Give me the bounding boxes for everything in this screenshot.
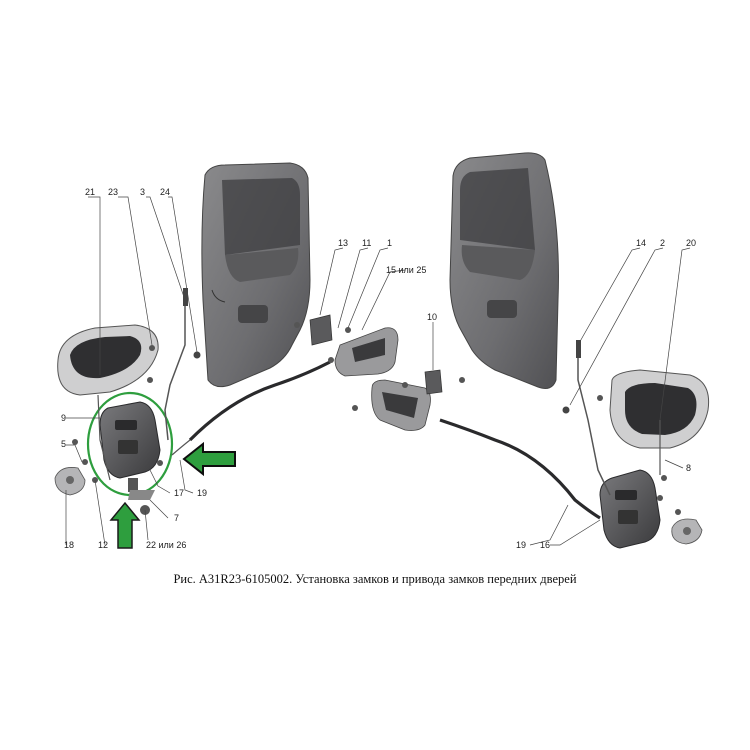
right-door-trim-panel [449,152,559,389]
right-striker-plate [671,518,703,545]
callout-labels: 21 23 3 24 13 11 1 15 или 25 10 14 2 20 … [61,187,696,550]
rods-and-cables [97,288,661,520]
left-inner-handle [334,327,399,377]
callout-23: 23 [108,187,118,197]
left-door-trim-panel [201,162,311,388]
left-striker-plate [54,467,86,496]
left-bracket [309,314,333,346]
callout-2: 2 [660,238,665,248]
callout-17: 17 [174,488,184,498]
callout-9: 9 [61,413,66,423]
leader-lines [65,196,691,546]
callout-20: 20 [686,238,696,248]
callout-21: 21 [85,187,95,197]
callout-7: 7 [174,513,179,523]
left-outer-handle [57,324,159,396]
callout-10: 10 [427,312,437,322]
callout-15-or-25: 15 или 25 [386,265,426,275]
callout-24: 24 [160,187,170,197]
callout-16: 16 [540,540,550,550]
right-bracket [424,369,443,395]
callout-3: 3 [140,187,145,197]
callout-18: 18 [64,540,74,550]
figure-caption: Рис. А31R23-6105002. Установка замков и … [173,572,577,586]
callout-22-or-26: 22 или 26 [146,540,186,550]
callout-5: 5 [61,439,66,449]
right-outer-handle [609,369,710,449]
callout-1: 1 [387,238,392,248]
fasteners [72,322,681,515]
callout-12: 12 [98,540,108,550]
callout-11: 11 [362,238,371,248]
callout-19-right: 19 [516,540,526,550]
right-inner-handle [371,379,431,431]
callout-19-left: 19 [197,488,207,498]
callout-14: 14 [636,238,646,248]
callout-8: 8 [686,463,691,473]
arrow-right-icon [182,441,236,477]
callout-13: 13 [338,238,348,248]
right-door-lock [599,469,661,549]
arrow-up-icon [109,501,141,549]
left-door-lock [99,401,161,492]
